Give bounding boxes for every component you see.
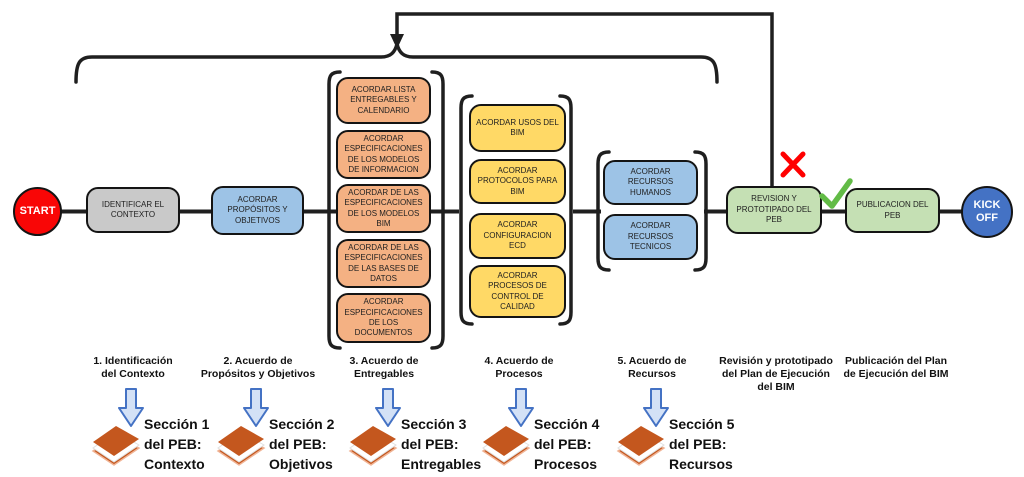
caption-line: 3. Acuerdo de (349, 355, 419, 367)
section-line: del PEB: (534, 436, 592, 452)
section-line: Procesos (534, 456, 598, 472)
kickoff-label-line2: OFF (976, 212, 998, 224)
caption-3-acuerdo-entregables: 3. Acuerdo de Entregables (349, 355, 418, 381)
node-procesos-3: ACORDAR CONFIGURACION ECD (469, 213, 566, 259)
section-3-entregables: Sección 3 del PEB: Entregables (348, 388, 483, 476)
top-curly-brace (74, 43, 719, 84)
entregables-group-brackets (327, 70, 445, 350)
node-recursos-humanos: ACORDAR RECURSOS HUMANOS (603, 160, 698, 205)
section-line: Sección 2 (269, 416, 335, 432)
caption-line: Propósitos y Objetivos (200, 368, 316, 380)
x-mark-icon (780, 151, 806, 178)
section-line: Sección 3 (401, 416, 467, 432)
node-entregables-2: ACORDAR ESPECIFICACIONES DE LOS MODELOS … (336, 130, 431, 179)
section-line: Sección 1 (144, 416, 210, 432)
start-label: START (19, 205, 56, 218)
recursos-group-brackets (596, 150, 708, 272)
caption-line: Publicación del Plan (844, 355, 948, 367)
section-text: Sección 4 del PEB: Procesos (534, 414, 599, 474)
section-1-contexto: Sección 1 del PEB: Contexto (91, 388, 226, 476)
caption-4-acuerdo-procesos: 4. Acuerdo de Procesos (484, 355, 553, 381)
caption-line: 4. Acuerdo de (484, 355, 554, 367)
node-propositos-objetivos: ACORDAR PROPÓSITOS Y OBJETIVOS (211, 186, 304, 235)
caption-line: del BIM (757, 381, 795, 393)
section-text: Sección 2 del PEB: Objetivos (269, 414, 334, 474)
section-text: Sección 5 del PEB: Recursos (669, 414, 734, 474)
caption-line: Entregables (353, 368, 415, 380)
caption-1-identificacion: 1. Identificación del Contexto (93, 355, 172, 381)
node-procesos-2: ACORDAR PROTOCOLOS PARA BIM (469, 159, 566, 204)
section-line: Objetivos (269, 456, 333, 472)
node-procesos-1: ACORDAR USOS DEL BIM (469, 104, 566, 152)
section-line: del PEB: (144, 436, 202, 452)
section-text: Sección 3 del PEB: Entregables (401, 414, 481, 474)
section-line: del PEB: (401, 436, 459, 452)
feedback-loop-arrow (390, 12, 774, 190)
node-entregables-3: ACORDAR DE LAS ESPECIFICACIONES DE LOS M… (336, 184, 431, 233)
book-icon (616, 426, 666, 466)
caption-line: del Plan de Ejecución (722, 368, 830, 380)
caption-line: 2. Acuerdo de (223, 355, 293, 367)
caption-line: Recursos (628, 368, 676, 380)
caption-line: de Ejecución del BIM (843, 368, 949, 380)
book-icon (216, 426, 266, 466)
down-arrow-icon (508, 388, 534, 427)
book-icon (348, 426, 398, 466)
node-entregables-1: ACORDAR LISTA ENTREGABLES Y CALENDARIO (336, 77, 431, 124)
caption-2-acuerdo-propositos: 2. Acuerdo de Propósitos y Objetivos (201, 355, 315, 381)
caption-6-revision-prototipado: Revisión y prototipado del Plan de Ejecu… (719, 355, 833, 394)
section-5-recursos: Sección 5 del PEB: Recursos (616, 388, 751, 476)
node-procesos-4: ACORDAR PROCESOS DE CONTROL DE CALIDAD (469, 265, 566, 318)
caption-line: Procesos (495, 368, 543, 380)
node-entregables-5: ACORDAR ESPECIFICACIONES DE LOS DOCUMENT… (336, 293, 431, 343)
start-node: START (13, 187, 62, 236)
caption-line: 5. Acuerdo de (617, 355, 687, 367)
section-text: Sección 1 del PEB: Contexto (144, 414, 209, 474)
down-arrow-icon (118, 388, 144, 427)
section-line: del PEB: (269, 436, 327, 452)
book-icon (481, 426, 531, 466)
section-line: Sección 5 (669, 416, 735, 432)
node-identificar-contexto: IDENTIFICAR EL CONTEXTO (86, 187, 180, 233)
book-icon (91, 426, 141, 466)
section-2-objetivos: Sección 2 del PEB: Objetivos (216, 388, 351, 476)
node-revision-prototipado: REVISION Y PROTOTIPADO DEL PEB (726, 186, 822, 234)
check-mark-icon (819, 178, 853, 209)
node-entregables-4: ACORDAR DE LAS ESPECIFICACIONES DE LAS B… (336, 239, 431, 288)
down-arrow-icon (375, 388, 401, 427)
caption-line: 1. Identificación (93, 355, 173, 367)
caption-5-acuerdo-recursos: 5. Acuerdo de Recursos (617, 355, 686, 381)
section-line: Recursos (669, 456, 733, 472)
caption-line: del Contexto (101, 368, 165, 380)
kickoff-node: KICK OFF (961, 186, 1013, 238)
procesos-group-brackets (459, 94, 573, 326)
caption-7-publicacion: Publicación del Plan de Ejecución del BI… (843, 355, 948, 381)
section-4-procesos: Sección 4 del PEB: Procesos (481, 388, 616, 476)
kickoff-label-line1: KICK (973, 199, 1001, 212)
node-publicacion: PUBLICACION DEL PEB (845, 188, 940, 233)
section-line: Entregables (401, 456, 482, 472)
down-arrow-icon (243, 388, 269, 427)
node-recursos-tecnicos: ACORDAR RECURSOS TECNICOS (603, 214, 698, 260)
section-line: Sección 4 (534, 416, 600, 432)
section-line: Contexto (144, 456, 205, 472)
down-arrow-icon (643, 388, 669, 427)
section-line: del PEB: (669, 436, 727, 452)
caption-line: Revisión y prototipado (719, 355, 833, 367)
